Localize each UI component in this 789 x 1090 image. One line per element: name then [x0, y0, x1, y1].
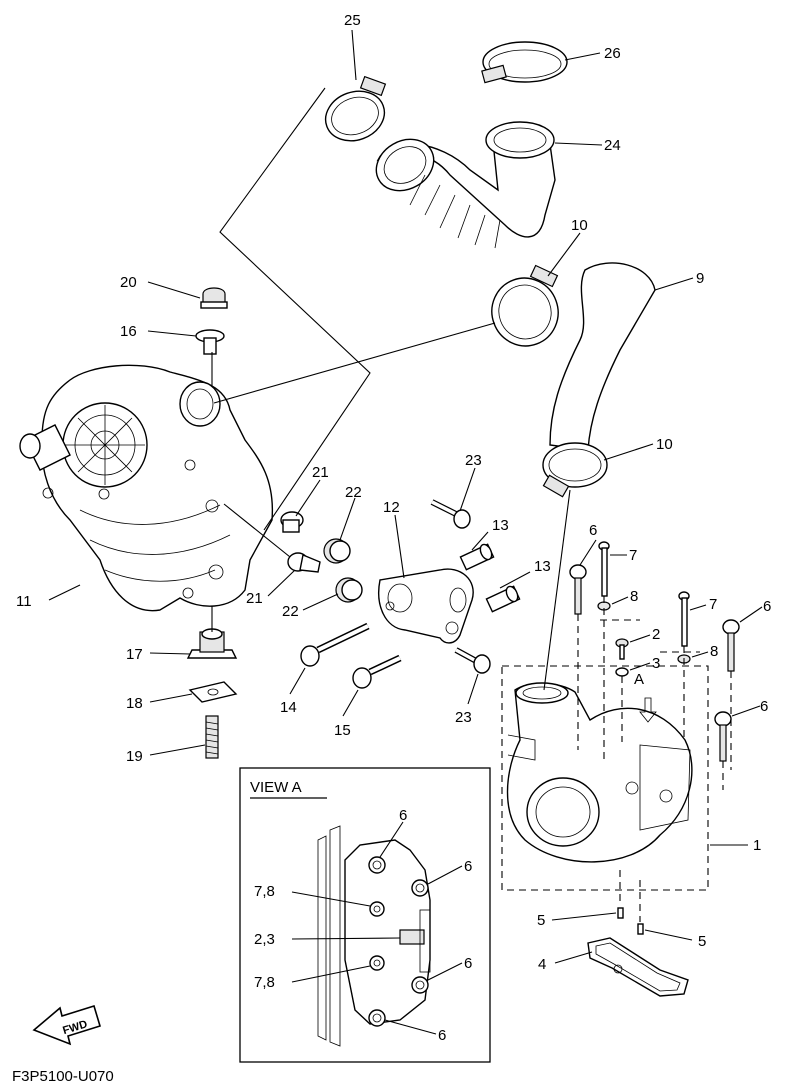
- callout-22-lower: 22: [282, 603, 299, 620]
- view-a-callout-6-b: 6: [464, 858, 472, 875]
- bolt-7-b: [678, 591, 690, 647]
- callout-21-lower: 21: [246, 590, 263, 607]
- manifold-11: [19, 364, 274, 612]
- stud-bolt-19: [205, 715, 219, 759]
- hose-9: [549, 262, 656, 451]
- grommet-22-lower: [335, 577, 363, 603]
- bolt-6-c: [714, 711, 732, 762]
- fwd-arrow: [32, 1004, 101, 1046]
- view-a-arrow: [639, 697, 657, 723]
- callout-1: 1: [753, 837, 761, 854]
- bolt-23-lower: [454, 647, 491, 674]
- callout-25: 25: [344, 12, 361, 29]
- view-a-drawing: [317, 825, 431, 1047]
- view-a-callout-6-d: 6: [438, 1027, 446, 1044]
- callout-9: 9: [696, 270, 704, 287]
- washer-3: [615, 667, 629, 677]
- callout-23-lower: 23: [455, 709, 472, 726]
- bolt-23-upper: [430, 499, 471, 529]
- hose-clamp-10-upper: [491, 264, 559, 347]
- assembly-line-10: [213, 322, 496, 404]
- gasket-4: [587, 937, 689, 997]
- callout-8-a: 8: [630, 588, 638, 605]
- callout-17: 17: [126, 646, 143, 663]
- callout-12: 12: [383, 499, 400, 516]
- bracket-12: [378, 568, 474, 644]
- bolt-7-a: [598, 541, 610, 597]
- assembly-boundary-1: [501, 665, 709, 891]
- callout-6-a: 6: [589, 522, 597, 539]
- collar-21-upper: [280, 511, 304, 533]
- bolt-15: [352, 654, 402, 689]
- callout-13-upper: 13: [492, 517, 509, 534]
- callout-4: 4: [538, 956, 546, 973]
- callout-8-b: 8: [710, 643, 718, 660]
- callout-18: 18: [126, 695, 143, 712]
- callout-24: 24: [604, 137, 621, 154]
- bolt-14: [300, 622, 370, 667]
- callout-10-lower: 10: [656, 436, 673, 453]
- callout-15: 15: [334, 722, 351, 739]
- callout-5-a: 5: [537, 912, 545, 929]
- view-a-callout-6-c: 6: [464, 955, 472, 972]
- pin-5-b: [637, 923, 644, 935]
- bolt-2: [615, 638, 629, 660]
- grommet-22-upper: [323, 538, 351, 564]
- leader-lines: [48, 29, 763, 1035]
- assembly-line-9: [543, 489, 571, 691]
- view-a-callout-7-8-a: 7,8: [254, 883, 275, 900]
- hose-24: [375, 121, 556, 249]
- collar-13-lower: [485, 585, 521, 613]
- pin-leaders: [619, 870, 641, 922]
- callout-11: 11: [16, 593, 32, 610]
- assembly-line-25: [219, 87, 371, 531]
- view-a-title: VIEW A: [250, 779, 302, 796]
- view-a-callout-2-3: 2,3: [254, 931, 275, 948]
- callout-6-b: 6: [763, 598, 771, 615]
- assembly-leaders: [577, 596, 732, 790]
- hose-clamp-10-lower: [542, 442, 608, 498]
- callout-26: 26: [604, 45, 621, 62]
- callout-16: 16: [120, 323, 137, 340]
- bolt-6-a: [569, 564, 587, 615]
- callout-6-c: 6: [760, 698, 768, 715]
- callout-7-a: 7: [629, 547, 637, 564]
- callout-19: 19: [126, 748, 143, 765]
- hose-clamp-26: [481, 41, 568, 84]
- callout-21-upper: 21: [312, 464, 329, 481]
- callout-23-upper: 23: [465, 452, 482, 469]
- hose-clamp-25: [324, 75, 387, 142]
- pin-5-a: [617, 907, 624, 919]
- bolt-6-b: [722, 619, 740, 672]
- assembly-line-21: [223, 503, 301, 566]
- view-a-callout-6-a: 6: [399, 807, 407, 824]
- damper-17: [186, 628, 238, 659]
- plate-18: [188, 681, 238, 703]
- callout-A: A: [634, 671, 644, 688]
- washer-16: [195, 329, 225, 355]
- callout-2: 2: [652, 626, 660, 643]
- callout-22-upper: 22: [345, 484, 362, 501]
- callout-14: 14: [280, 699, 297, 716]
- compressor-housing-1: [506, 682, 693, 863]
- callout-labels: 25 26 24 10 9 10 20 16 11 21 21 22 22 12…: [12, 12, 771, 1085]
- collar-21-lower: [287, 552, 321, 573]
- view-a-callout-7-8-b: 7,8: [254, 974, 275, 991]
- callout-20: 20: [120, 274, 137, 291]
- callout-7-b: 7: [709, 596, 717, 613]
- figure-code: F3P5100-U070: [12, 1068, 114, 1085]
- callout-5-b: 5: [698, 933, 706, 950]
- cap-nut-20: [200, 287, 228, 309]
- callout-3: 3: [652, 655, 660, 672]
- callout-10-upper: 10: [571, 217, 588, 234]
- callout-13-lower: 13: [534, 558, 551, 575]
- collar-13-upper: [459, 543, 495, 571]
